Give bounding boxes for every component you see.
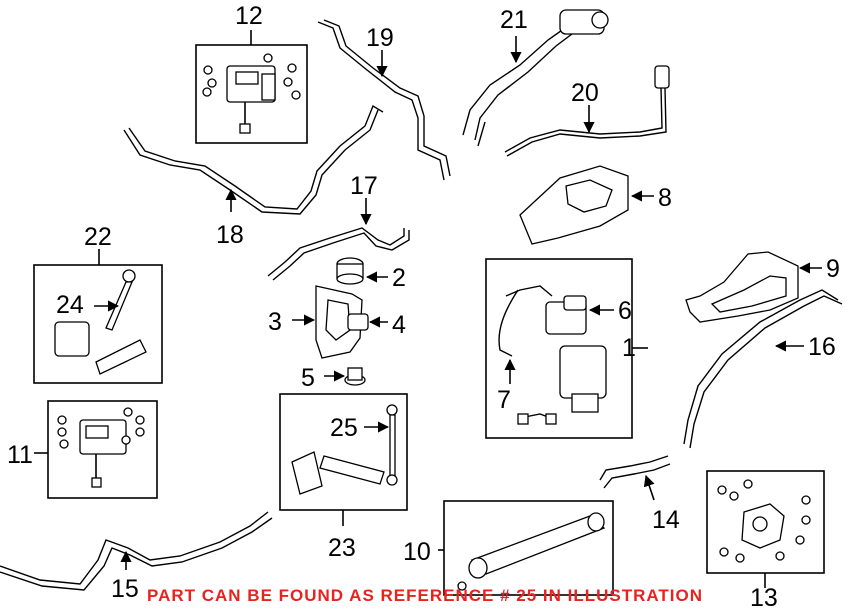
callout-24: 24 (56, 291, 84, 319)
part-10-rail (438, 500, 614, 596)
part-1-compressor-kit (485, 258, 648, 439)
callout-22: 22 (84, 223, 112, 251)
callout-13: 13 (750, 584, 778, 612)
callout-18: 18 (216, 221, 244, 249)
callout-6: 6 (618, 297, 632, 325)
callout-2: 2 (392, 264, 406, 292)
callout-25: 25 (330, 414, 358, 442)
part-5-grommet (324, 367, 366, 386)
callout-16: 16 (808, 333, 836, 361)
callout-14: 14 (652, 506, 680, 534)
callout-5: 5 (301, 364, 315, 392)
callout-17: 17 (350, 172, 378, 200)
callout-15: 15 (111, 575, 139, 603)
callout-12: 12 (235, 2, 263, 30)
callout-21: 21 (500, 6, 528, 34)
callout-4: 4 (392, 311, 406, 339)
part-22-sensor-box (33, 249, 163, 384)
callout-23: 23 (328, 534, 356, 562)
part-4-fitting (347, 313, 388, 331)
callout-1: 1 (622, 334, 636, 362)
part-15-line (0, 511, 273, 591)
part-12-sensor-kit (195, 30, 308, 144)
part-17-line (267, 198, 410, 281)
callout-labels: 1 2 3 4 5 6 7 8 9 10 11 12 13 14 15 16 1… (7, 2, 840, 612)
reference-banner: PART CAN BE FOUND AS REFERENCE # 25 IN I… (147, 586, 703, 605)
part-13-valve-kit (706, 470, 825, 588)
part-23-link-kit (279, 393, 408, 526)
callout-7: 7 (497, 386, 511, 414)
callout-9: 9 (826, 255, 840, 283)
part-14-hose (599, 455, 671, 501)
part-2-cap (336, 257, 388, 285)
part-16-line (683, 289, 843, 449)
callout-3: 3 (268, 308, 282, 336)
callout-20: 20 (571, 79, 599, 107)
callout-8: 8 (658, 184, 672, 212)
part-21-tube (462, 9, 609, 147)
part-3-bracket (292, 285, 363, 359)
part-20-cable (504, 65, 670, 157)
part-19-line (317, 19, 451, 181)
callout-10: 10 (403, 538, 431, 566)
part-18-line (123, 104, 384, 215)
part-11-sensor-kit (34, 400, 158, 499)
callout-19: 19 (366, 24, 394, 52)
part-9-shield (685, 251, 822, 323)
callout-11: 11 (7, 441, 33, 469)
part-8-cover (519, 165, 654, 245)
